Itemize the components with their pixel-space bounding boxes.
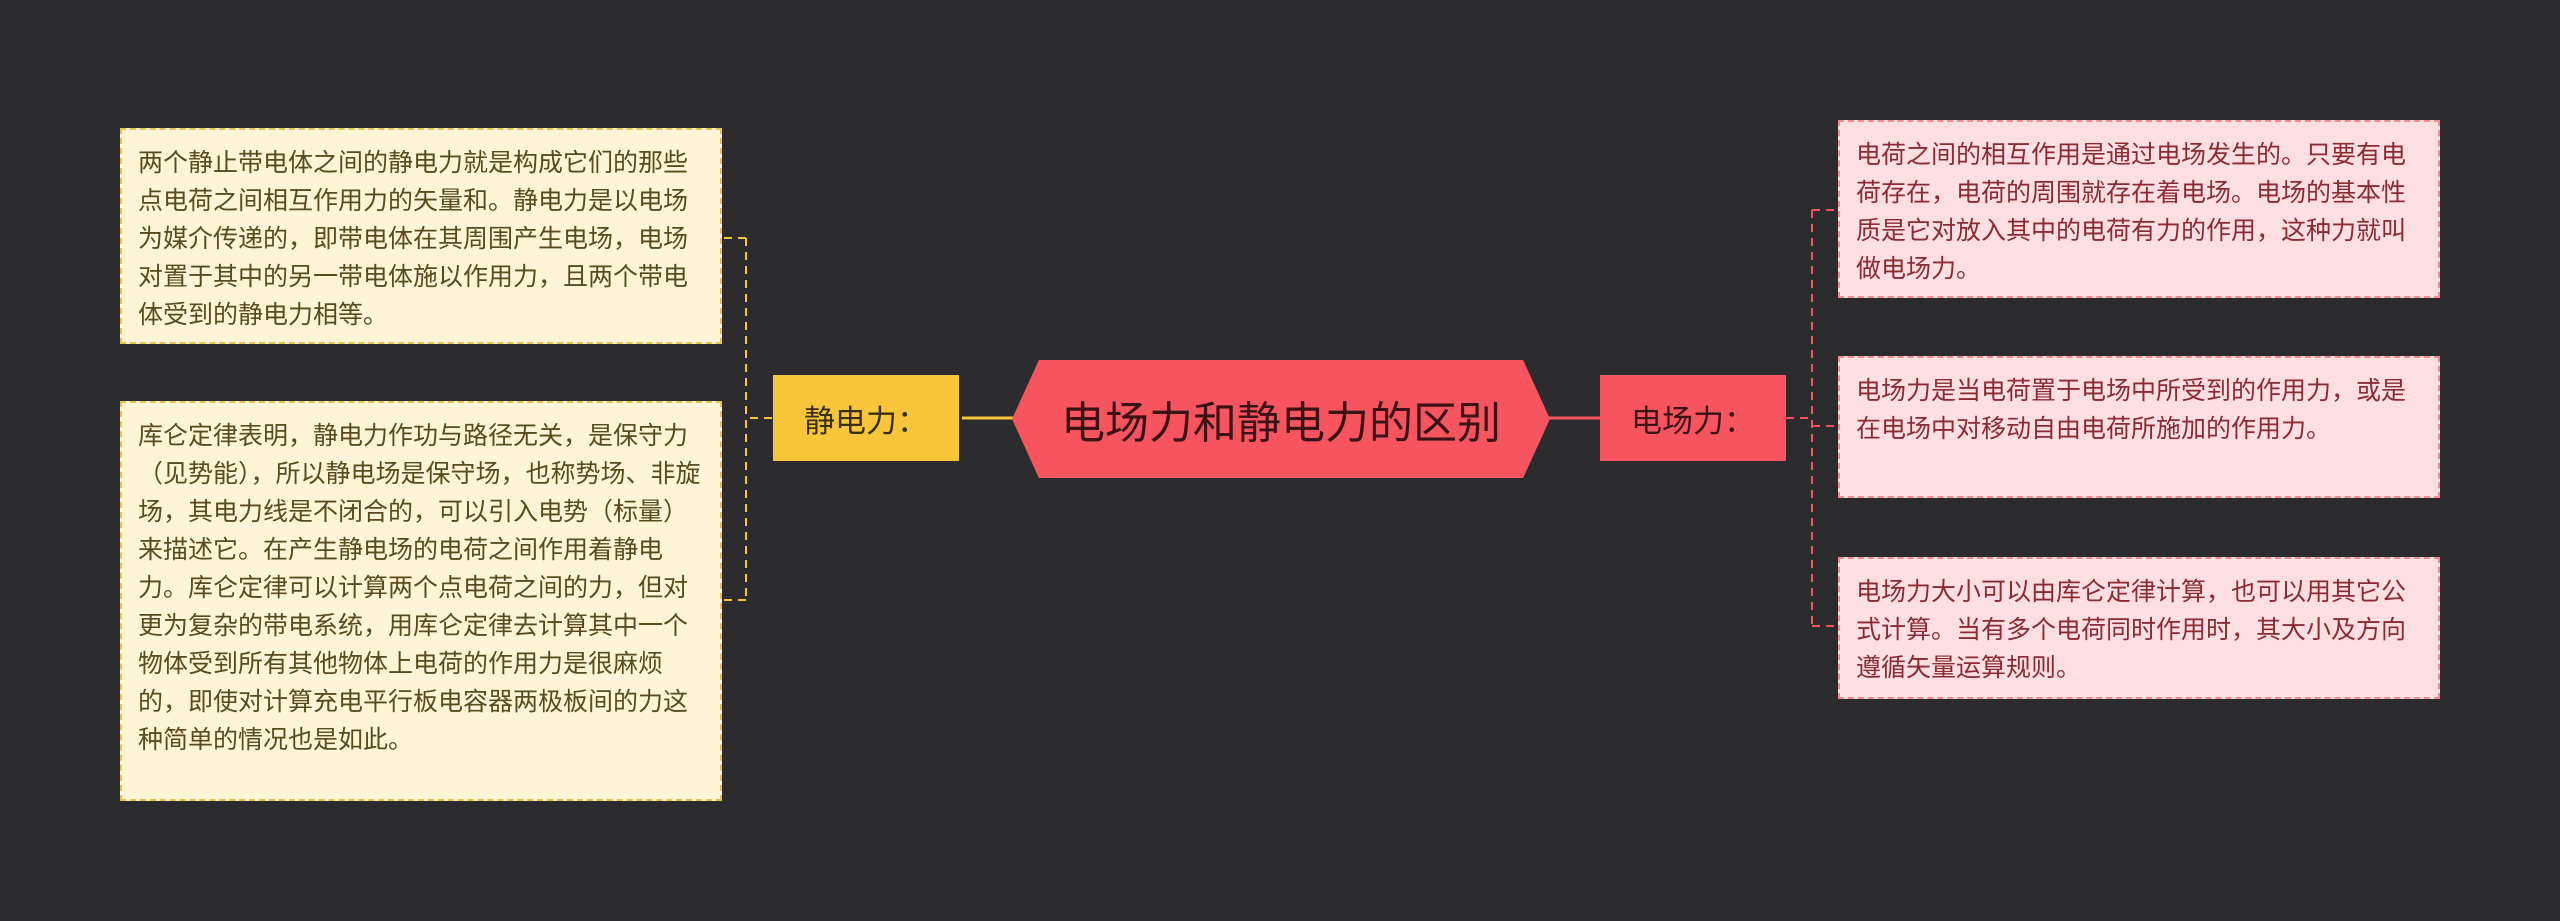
right-leaf-3[interactable]: 电场力大小可以由库仑定律计算，也可以用其它公式计算。当有多个电荷同时作用时，其大… bbox=[1838, 557, 2440, 699]
right-branch-label: 电场力： bbox=[1631, 403, 1755, 440]
right-leaf-1[interactable]: 电荷之间的相互作用是通过电场发生的。只要有电荷存在，电荷的周围就存在着电场。电场… bbox=[1838, 120, 2440, 298]
central-topic-node[interactable]: 电场力和静电力的区别 bbox=[1012, 360, 1550, 478]
right-leaf-1-text: 电荷之间的相互作用是通过电场发生的。只要有电荷存在，电荷的周围就存在着电场。电场… bbox=[1856, 140, 2407, 283]
left-leaf-1[interactable]: 两个静止带电体之间的静电力就是构成它们的那些点电荷之间相互作用力的矢量和。静电力… bbox=[120, 128, 722, 344]
left-branch-node[interactable]: 静电力： bbox=[773, 375, 959, 461]
left-leaf-2[interactable]: 库仑定律表明，静电力作功与路径无关，是保守力（见势能），所以静电场是保守场，也称… bbox=[120, 401, 722, 801]
right-leaf-2[interactable]: 电场力是当电荷置于电场中所受到的作用力，或是在电场中对移动自由电荷所施加的作用力… bbox=[1838, 356, 2440, 498]
right-branch-node[interactable]: 电场力： bbox=[1600, 375, 1786, 461]
left-branch-label: 静电力： bbox=[804, 403, 928, 440]
central-topic-title: 电场力和静电力的区别 bbox=[1061, 398, 1501, 449]
left-leaf-2-text: 库仑定律表明，静电力作功与路径无关，是保守力（见势能），所以静电场是保守场，也称… bbox=[138, 421, 701, 754]
right-leaf-3-text: 电场力大小可以由库仑定律计算，也可以用其它公式计算。当有多个电荷同时作用时，其大… bbox=[1856, 577, 2407, 682]
left-leaf-1-text: 两个静止带电体之间的静电力就是构成它们的那些点电荷之间相互作用力的矢量和。静电力… bbox=[138, 148, 689, 329]
central-topic-shape bbox=[1012, 360, 1550, 478]
right-leaf-2-text: 电场力是当电荷置于电场中所受到的作用力，或是在电场中对移动自由电荷所施加的作用力… bbox=[1856, 376, 2407, 443]
